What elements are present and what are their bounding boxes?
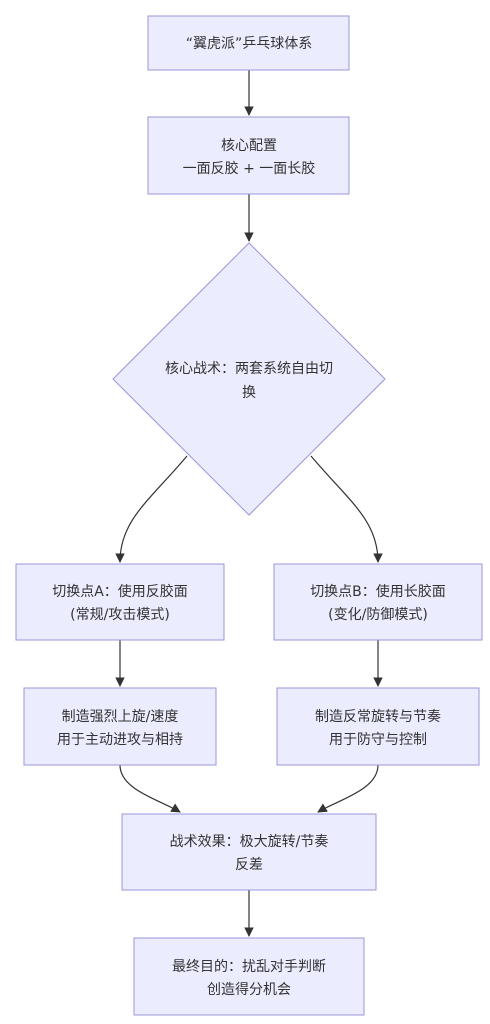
- node-spin-speed-label-line2: 用于主动进攻与相持: [57, 732, 183, 748]
- node-core-tactic-label-line2: 换: [242, 384, 256, 401]
- node-spin-rhythm-label-line2: 用于防守与控制: [329, 732, 427, 748]
- edge-tactic-to-switch-b: [310, 455, 383, 563]
- node-goal: [133, 937, 365, 1016]
- node-switch-a: [15, 563, 225, 641]
- node-spin-rhythm: [276, 687, 480, 766]
- node-system: [147, 15, 350, 71]
- node-switch-b-label-line1: 切换点B：使用长胶面: [310, 583, 446, 600]
- node-core-config: [147, 116, 350, 195]
- node-spin-speed: [23, 687, 217, 766]
- node-spin-speed-label-line1: 制造强烈上旋/速度: [62, 709, 179, 725]
- node-effect-label-line2: 反差: [235, 857, 263, 873]
- node-core-tactic: [112, 242, 386, 516]
- node-spin-rhythm-label-line1: 制造反常旋转与节奏: [315, 709, 441, 725]
- node-core-config-label-line1: 核心配置: [221, 138, 277, 154]
- node-effect: [121, 813, 377, 891]
- node-switch-b: [273, 563, 483, 641]
- node-core-tactic-label-line1: 核心战术：两套系统自由切: [165, 361, 333, 377]
- node-goal-label-line2: 创造得分机会: [207, 981, 291, 998]
- node-switch-b-label-line2: (变化/防御模式): [328, 607, 428, 623]
- node-goal-label-line1: 最终目的：扰乱对手判断: [172, 959, 326, 975]
- node-core-config-label-line2: 一面反胶 + 一面长胶: [183, 160, 316, 177]
- edge-tactic-to-switch-a: [115, 455, 188, 563]
- node-switch-a-label-line1: 切换点A：使用反胶面: [52, 583, 188, 600]
- node-effect-label-line1: 战术效果：极大旋转/节奏: [170, 834, 329, 850]
- edge-spin-speed-to-effect: [119, 764, 181, 813]
- node-system-label: “翼虎派”乒乓球体系: [186, 36, 313, 52]
- edge-spin-rhythm-to-effect: [317, 764, 379, 813]
- node-switch-a-label-line2: (常规/攻击模式): [70, 607, 170, 623]
